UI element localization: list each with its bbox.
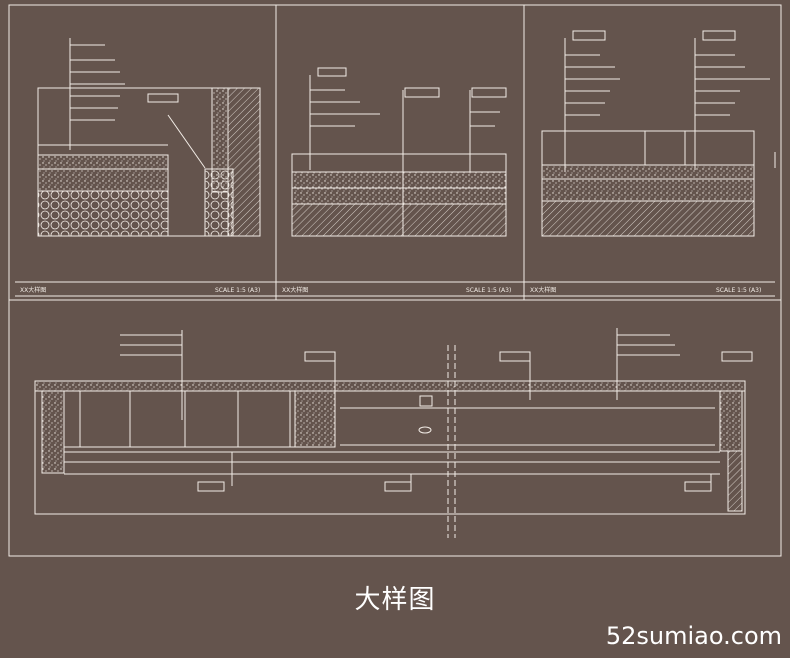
panel-1-title: XX大样图: [20, 286, 46, 294]
detail-panel-2: [291, 67, 507, 237]
panel-2-title: XX大样图: [282, 286, 308, 294]
panel-1-scale: SCALE 1:5 (A3): [215, 287, 260, 294]
panel-3-scale: SCALE 1:5 (A3): [716, 287, 761, 294]
detail-panel-3: [541, 30, 776, 237]
section-bottom: [34, 328, 753, 538]
drawing-caption: 大样图: [354, 585, 436, 615]
detail-panel-1: [37, 38, 261, 237]
site-watermark: 52sumiao.com: [605, 622, 782, 650]
sheet-frame: [8, 4, 782, 557]
panel-3-title: XX大样图: [530, 286, 556, 294]
panel-2-scale: SCALE 1:5 (A3): [466, 287, 511, 294]
